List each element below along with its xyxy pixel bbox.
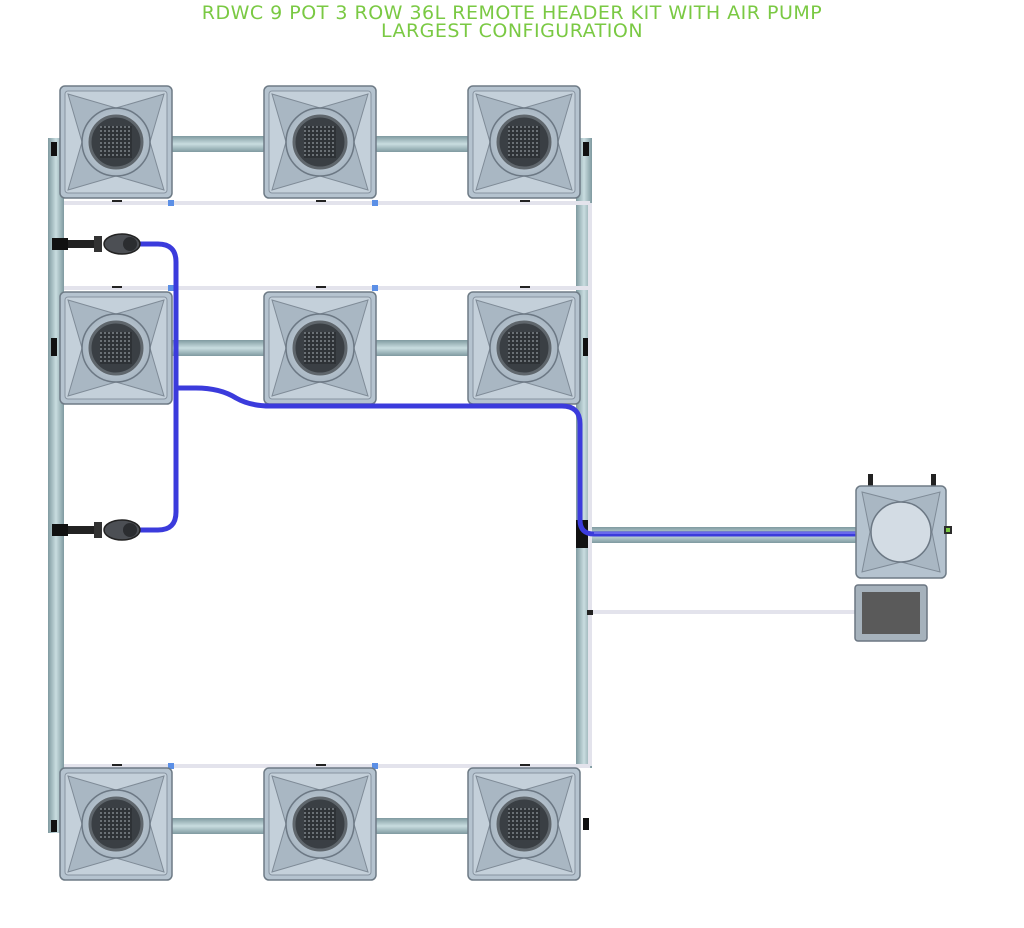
grow-pot [58,766,174,882]
grow-pot [466,84,582,200]
grow-pot [58,290,174,406]
air-lines [135,241,859,537]
grow-pot [58,84,174,200]
grow-pot [262,84,378,200]
diagram-subtitle: LARGEST CONFIGURATION [380,20,644,42]
air-stone-connector-lower [52,519,141,541]
drain-lines [64,201,858,768]
pipe-frame [48,136,858,834]
header-tank [855,474,952,579]
air-pump [854,584,928,642]
drain-fittings [112,200,593,769]
diagram-title: RDWC 9 POT 3 ROW 36L REMOTE HEADER KIT W… [201,2,823,24]
air-stone-connector-upper [52,233,141,255]
pot-grid [58,84,582,882]
grow-pot [262,290,378,406]
grow-pot [466,290,582,406]
grow-pot [466,766,582,882]
grow-pot [262,766,378,882]
